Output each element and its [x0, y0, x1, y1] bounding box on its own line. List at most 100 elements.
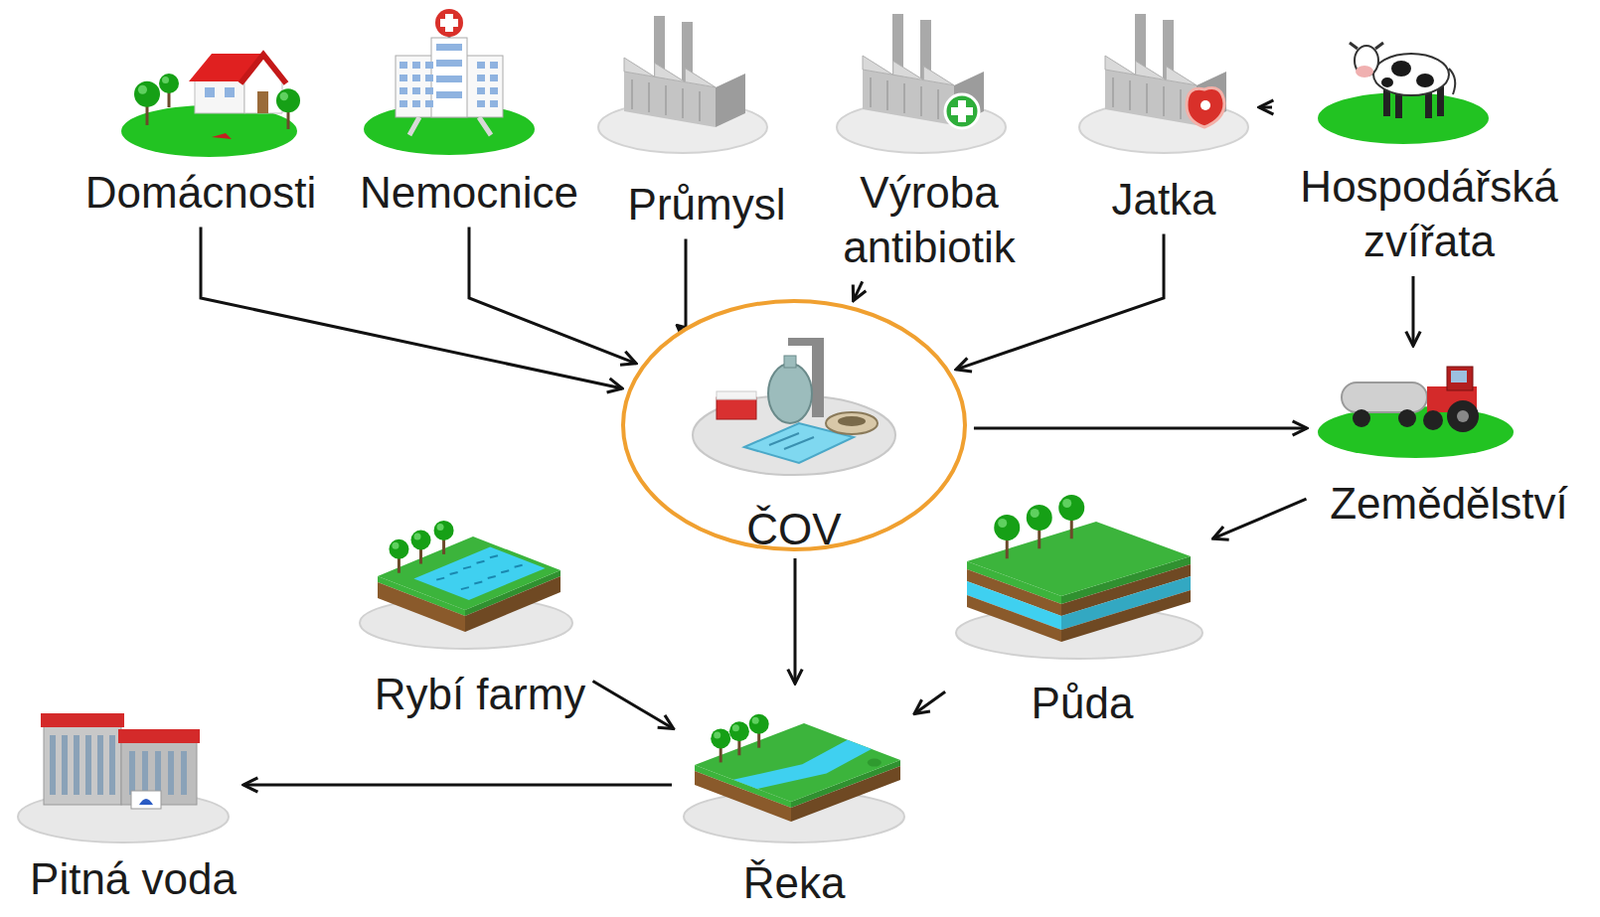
- fish-mark: [500, 570, 509, 573]
- node-label: Pitná voda: [29, 851, 237, 907]
- window-strip: [167, 751, 174, 796]
- antibio-icon: [832, 7, 1010, 156]
- digester-neck: [784, 355, 797, 368]
- factory-rib: [1162, 86, 1165, 117]
- meat-bone: [1200, 100, 1211, 111]
- cross-bar: [440, 18, 459, 27]
- factory-rib: [1112, 77, 1115, 108]
- node-label: Rybí farmy: [374, 666, 587, 722]
- flow-arrow: [200, 227, 623, 389]
- icon-node: Jatka: [1073, 5, 1255, 229]
- window: [477, 87, 485, 95]
- settling-tank: [825, 412, 878, 435]
- window: [436, 75, 463, 83]
- fish-mark: [514, 565, 523, 568]
- plant-building: [716, 397, 757, 420]
- window: [399, 100, 408, 108]
- tree-crown: [434, 520, 455, 541]
- factory-icon: [594, 9, 772, 156]
- icon-node: Zemědělství: [1311, 350, 1571, 533]
- tractor-icon: [1313, 352, 1518, 461]
- node-label: Zemědělství: [1329, 476, 1569, 531]
- cross-bar: [951, 107, 973, 116]
- node-label: Hospodářská zvířata: [1280, 159, 1579, 269]
- sign-symbol: [139, 799, 154, 805]
- window: [425, 100, 434, 108]
- tree-crown: [159, 73, 179, 94]
- tree-crown: [388, 539, 409, 560]
- cow-body: [1373, 53, 1449, 96]
- door: [257, 91, 269, 114]
- window: [425, 61, 434, 69]
- tractor-cab: [1446, 366, 1473, 391]
- window: [477, 61, 485, 69]
- plant-column-arm: [788, 337, 824, 346]
- cow-horns: [1349, 42, 1384, 49]
- pitna-icon: [13, 695, 233, 845]
- cow-icon: [1313, 24, 1493, 147]
- plant-column: [811, 337, 824, 418]
- icon-node: Nemocnice: [357, 5, 581, 222]
- block-layer-left: [966, 595, 1062, 642]
- window: [477, 100, 485, 108]
- tree-crown: [729, 721, 750, 742]
- window-strip: [49, 735, 56, 796]
- icon-node: Půda: [950, 460, 1209, 733]
- window: [425, 87, 434, 95]
- node-label: Domácnosti: [85, 164, 317, 220]
- fish-mark: [474, 582, 482, 585]
- fish-mark: [487, 576, 496, 579]
- tree-crown: [1026, 504, 1053, 531]
- factory-rib: [937, 89, 940, 120]
- tree-highlight: [752, 717, 760, 725]
- factory-rib: [886, 80, 889, 111]
- node-label: Průmysl: [628, 176, 787, 232]
- hospital-tower: [431, 37, 468, 118]
- sign-board: [131, 791, 161, 809]
- flow-arrow: [853, 281, 863, 301]
- icon-node: Výroba antibiotik: [812, 5, 1046, 277]
- window: [477, 74, 485, 82]
- tree-crown: [411, 530, 432, 551]
- cow-tail: [1448, 68, 1455, 95]
- window: [436, 91, 463, 99]
- reka-icon: [679, 690, 909, 845]
- window: [412, 87, 421, 95]
- icon-node: Rybí farmy: [353, 494, 588, 724]
- ground-disc: [1317, 92, 1489, 145]
- window: [425, 74, 434, 82]
- factory-side: [715, 73, 746, 128]
- tree-highlight: [280, 92, 289, 101]
- tree-highlight: [437, 523, 445, 531]
- fish-mark: [436, 578, 445, 581]
- window: [412, 61, 421, 69]
- factory-rib: [869, 77, 872, 108]
- house-roof-edge: [240, 54, 287, 84]
- tree-crown: [749, 714, 770, 735]
- flow-arrow: [973, 427, 1307, 431]
- window: [436, 43, 463, 51]
- jatka-icon: [1075, 7, 1253, 156]
- node-label: Nemocnice: [359, 164, 579, 220]
- factory-rib: [698, 91, 701, 122]
- wheel: [1398, 409, 1417, 428]
- flow-arrow: [243, 784, 672, 788]
- factory-rib: [1128, 80, 1131, 111]
- window: [399, 61, 408, 69]
- flow-arrow: [676, 239, 686, 334]
- window: [399, 87, 408, 95]
- tree-highlight: [161, 76, 169, 84]
- icon-node: Průmysl: [592, 7, 788, 234]
- tree-highlight: [391, 542, 399, 550]
- window: [204, 87, 215, 98]
- window-strip: [97, 735, 104, 796]
- sawtooth-roof: [654, 62, 686, 82]
- tree-highlight: [1062, 498, 1072, 508]
- wheel: [1423, 410, 1443, 431]
- cow-patch: [1381, 77, 1394, 88]
- window: [412, 100, 421, 108]
- flow-arrow: [914, 691, 946, 714]
- cow-patch: [1416, 73, 1435, 88]
- factory-rib: [664, 85, 667, 116]
